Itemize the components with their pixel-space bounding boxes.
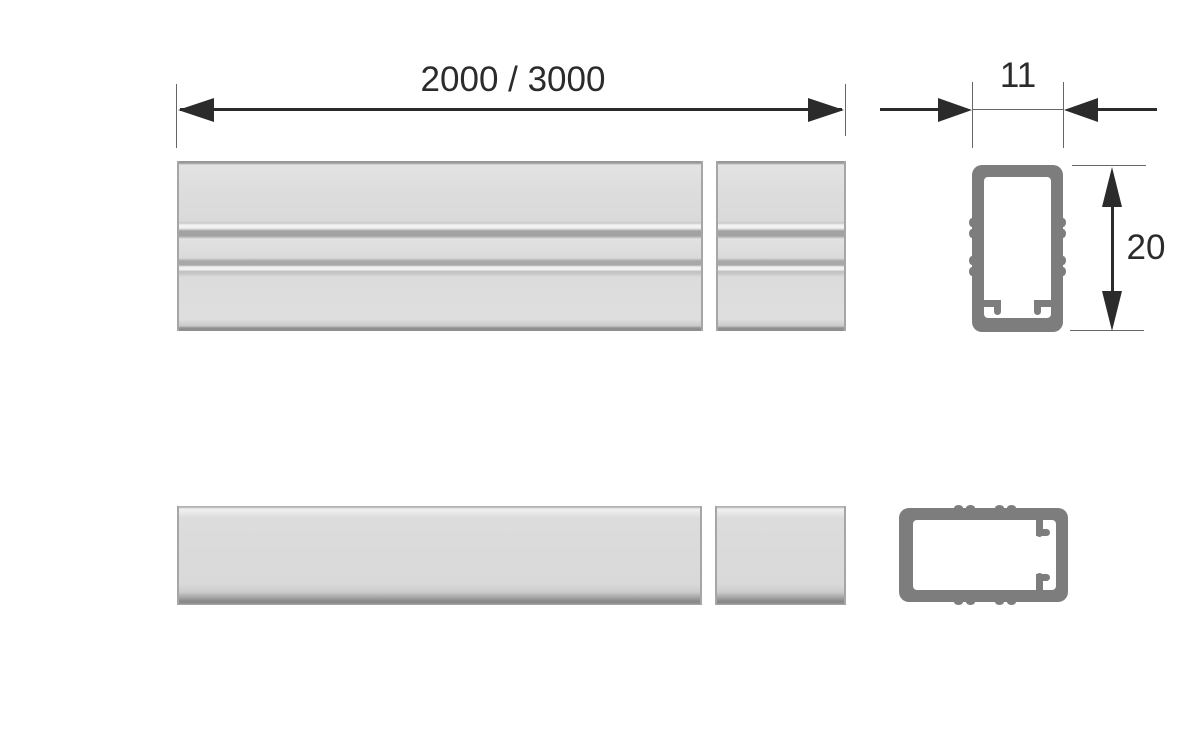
knurl-bump [969, 267, 975, 276]
profile-cross-section-upright [969, 165, 1066, 332]
width-arrow-line-left [880, 108, 938, 111]
knurl-bump [969, 218, 975, 227]
knurl-bump [954, 505, 963, 511]
screw-channel-hook-nub [1036, 529, 1050, 536]
screw-channel-hook [1036, 573, 1043, 590]
screw-channel-hook [1036, 520, 1043, 537]
knurl-bump [1060, 267, 1066, 276]
knurl-bump [1060, 256, 1066, 265]
length-extension-line-left [176, 84, 177, 148]
cross-section-cavity [913, 520, 1056, 590]
height-extension-line-top [1072, 165, 1146, 166]
screw-channel-hook-nub [994, 300, 1001, 315]
knurl-bump [1060, 229, 1066, 238]
arrowhead-up-icon [1102, 167, 1122, 207]
arrowhead-left-icon [178, 98, 214, 122]
width-extension-line-left [972, 82, 973, 148]
screw-channel-hook-nub [1036, 574, 1050, 581]
width-dimension-label: 11 [999, 56, 1037, 95]
knurl-bump [969, 256, 975, 265]
knurl-bump [995, 505, 1004, 511]
profile-side-view-segment-1 [177, 161, 703, 331]
width-arrow-line-right [1098, 108, 1157, 111]
length-dimension-label: 2000 / 3000 [420, 60, 606, 99]
width-dimension-line [972, 109, 1064, 110]
knurl-bump [1007, 599, 1016, 605]
screw-channel-hook [984, 300, 1001, 307]
arrowhead-down-icon [1102, 291, 1122, 331]
knurl-bump [1060, 218, 1066, 227]
profile-top-view-segment-1 [177, 506, 702, 605]
arrowhead-inward-left-icon [1064, 98, 1098, 122]
cross-section-cavity [984, 177, 1051, 318]
profile-top-view-segment-2 [715, 506, 846, 605]
height-dimension-label: 20 [1126, 228, 1166, 267]
profile-cross-section-rotated [899, 505, 1068, 605]
length-extension-line-right [845, 84, 846, 136]
arrowhead-inward-right-icon [938, 98, 972, 122]
knurl-bump [966, 505, 975, 511]
knurl-bump [1007, 505, 1016, 511]
knurl-bump [966, 599, 975, 605]
knurl-bump [954, 599, 963, 605]
knurl-bump [995, 599, 1004, 605]
profile-side-view-segment-2 [716, 161, 846, 331]
width-extension-line-right [1063, 82, 1064, 148]
arrowhead-right-icon [808, 98, 844, 122]
screw-channel-hook-nub [1034, 300, 1041, 315]
height-dimension-line [1111, 202, 1114, 296]
screw-channel-hook [1034, 300, 1051, 307]
knurl-bump [969, 229, 975, 238]
length-dimension-line [180, 108, 842, 111]
